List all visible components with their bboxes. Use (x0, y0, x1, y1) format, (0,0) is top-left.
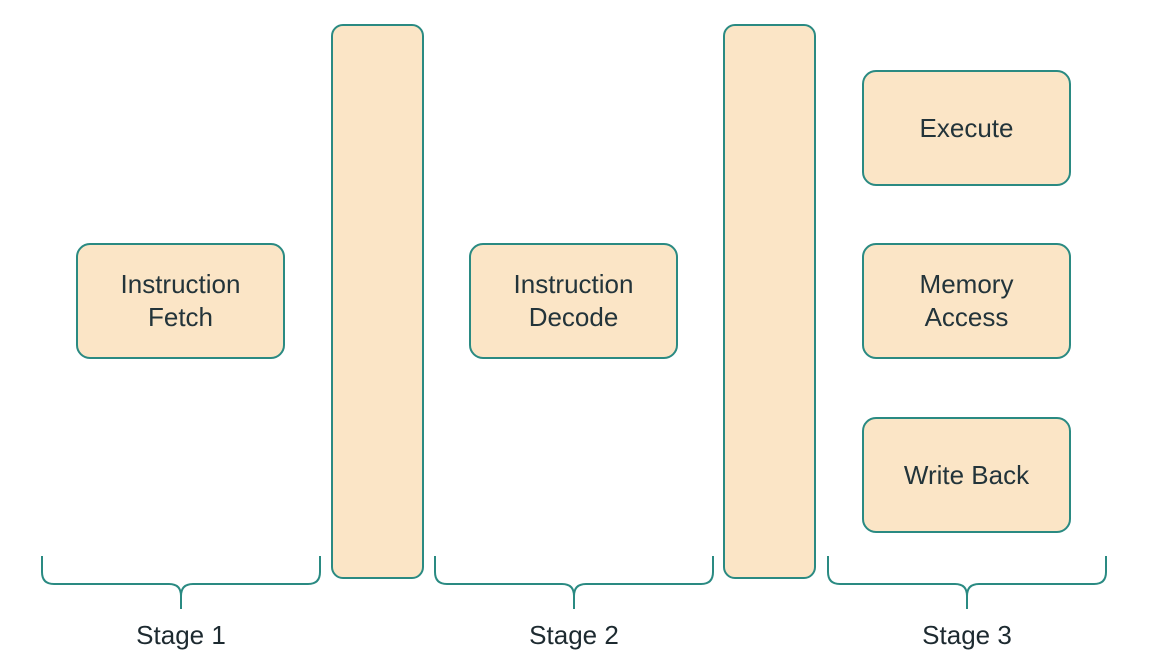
execute-label: Execute (919, 112, 1014, 143)
write-back-label: Write Back (903, 459, 1030, 490)
execute-box: Execute (862, 70, 1071, 186)
instruction-fetch-line1: Instruction (120, 269, 241, 299)
stage-3-brace (827, 556, 1107, 609)
memory-access-line2: Access (924, 302, 1009, 332)
instruction-fetch-box: Instruction Fetch (76, 243, 285, 359)
write-back-box: Write Back (862, 417, 1071, 533)
stage-1-brace (41, 556, 321, 609)
instruction-decode-line1: Instruction (513, 269, 634, 299)
stage-1-label: Stage 1 (136, 620, 226, 650)
stage-2-brace (434, 556, 714, 609)
stage-2-label: Stage 2 (529, 620, 619, 650)
memory-access-line1: Memory (919, 269, 1014, 299)
instruction-decode-line2: Decode (528, 302, 619, 332)
instruction-fetch-line2: Fetch (147, 302, 214, 332)
instruction-decode-box: Instruction Decode (469, 243, 678, 359)
stage-3-label: Stage 3 (922, 620, 1012, 650)
pipeline-register-1 (331, 24, 424, 579)
memory-access-box: Memory Access (862, 243, 1071, 359)
pipeline-register-2 (723, 24, 816, 579)
